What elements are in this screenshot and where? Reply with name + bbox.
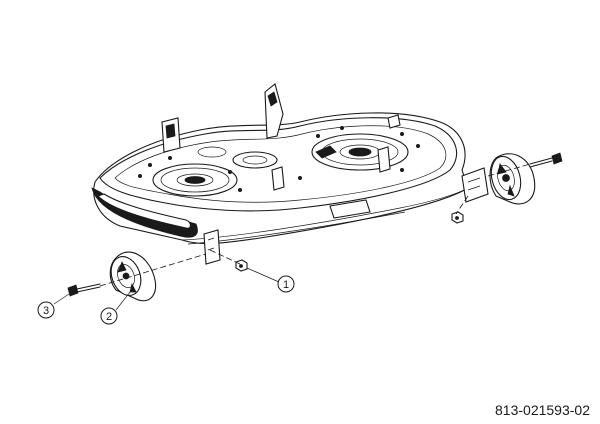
- callout-3: 3: [37, 301, 55, 319]
- gauge-wheel-right: [489, 153, 536, 205]
- assembly-lines: [99, 163, 531, 287]
- shoulder-bolt-left: [67, 283, 101, 297]
- callout-2: 2: [100, 307, 118, 325]
- leader-lines: [53, 267, 280, 311]
- lock-nut-right: [451, 211, 464, 224]
- mower-deck: [91, 83, 489, 265]
- callout-1: 1: [277, 275, 295, 293]
- part-number-label: 813-021593-02: [495, 402, 590, 418]
- shoulder-bolt-right: [529, 152, 563, 168]
- lock-nut-left: [235, 259, 248, 272]
- callout-1-label: 1: [283, 279, 289, 291]
- callout-2-label: 2: [106, 311, 112, 323]
- gauge-wheel-left: [109, 251, 156, 302]
- callout-3-label: 3: [43, 305, 49, 317]
